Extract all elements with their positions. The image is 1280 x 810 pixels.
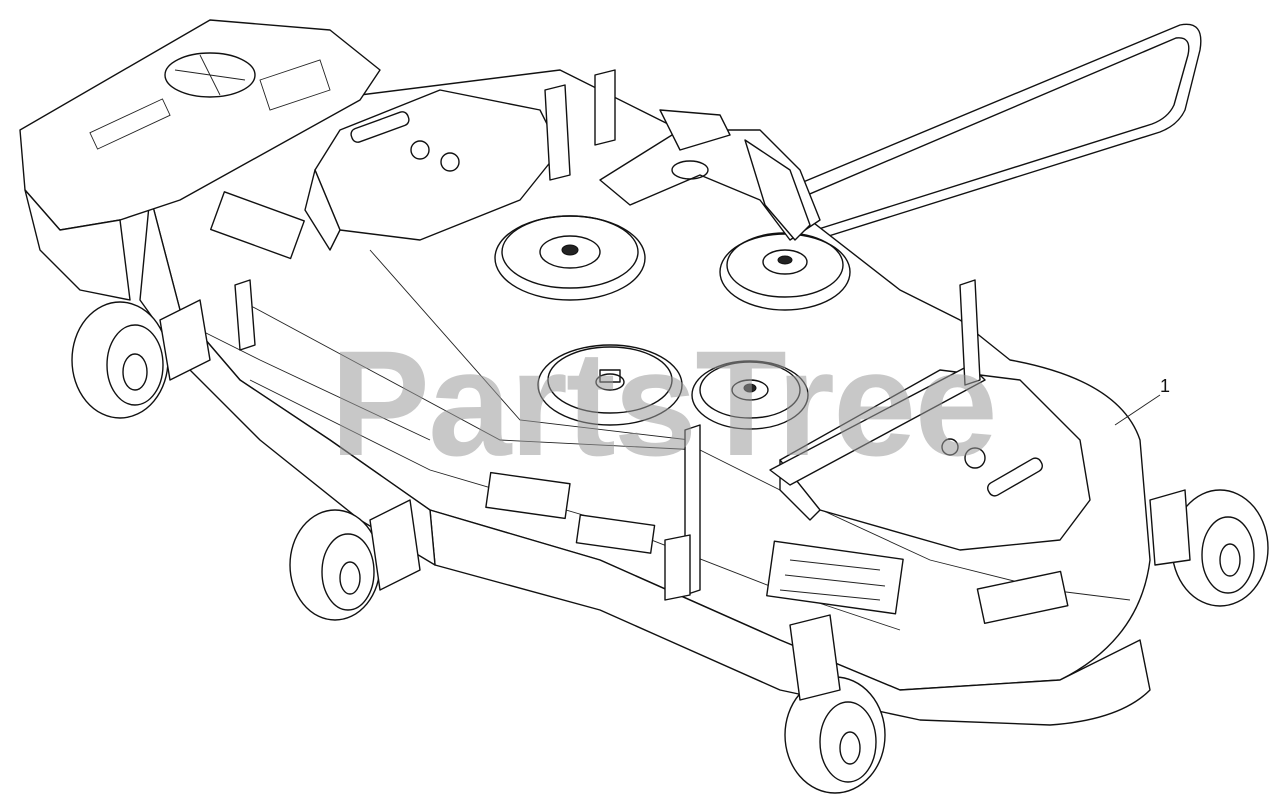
mounting-brackets (234, 69, 981, 601)
pulley-center-right (691, 360, 809, 430)
watermark-text: PartsTree (330, 319, 996, 487)
caster-wheel-front (784, 614, 886, 794)
right-belt-cover (769, 364, 1091, 551)
caster-wheel-left-rear (71, 299, 211, 419)
pulley-rear-left (494, 215, 646, 301)
drive-belt (639, 23, 1202, 263)
callout-label: 1 (1160, 376, 1170, 396)
decal-group (209, 191, 1069, 625)
left-belt-cover (304, 89, 561, 251)
pulley-center-left (537, 344, 683, 426)
callout-1: 1 (1114, 376, 1170, 426)
pulley-idler-right (719, 232, 851, 311)
caster-wheel-left-front (289, 499, 421, 621)
idler-arm (599, 109, 821, 241)
rear-housing-left (19, 19, 381, 301)
caster-wheel-right-rear (1149, 489, 1269, 607)
